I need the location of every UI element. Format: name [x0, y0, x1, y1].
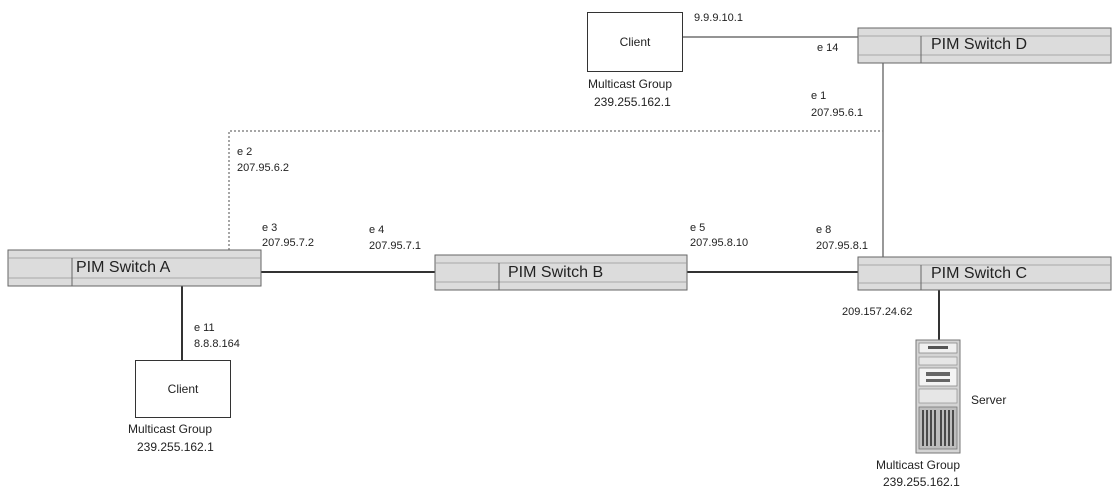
switch-a-e3: e 3: [262, 222, 278, 234]
switch-b-e4: e 4: [369, 224, 385, 236]
switch-d: [857, 27, 1112, 64]
switch-c: [857, 256, 1112, 291]
switch-c-e8: e 8: [816, 224, 832, 236]
switch-b: [434, 254, 688, 291]
switch-a-e2-ip: 207.95.6.2: [237, 162, 289, 174]
client-top-label: Client: [619, 35, 651, 49]
server-label: Server: [971, 393, 1007, 407]
client-top-group-address: 239.255.162.1: [594, 95, 671, 109]
client-bottom-group-address: 239.255.162.1: [137, 440, 214, 454]
switch-a-label: PIM Switch A: [76, 259, 171, 276]
server-icon: [915, 339, 961, 454]
client-bottom-label: Client: [167, 382, 199, 396]
switch-d-e14: e 14: [817, 42, 839, 54]
switch-b-e5-ip: 207.95.8.10: [690, 237, 749, 249]
switch-d-e1: e 1: [811, 90, 827, 102]
client-bottom: Client: [135, 360, 231, 418]
client-top-group-title: Multicast Group: [588, 77, 673, 91]
switch-b-label: PIM Switch B: [508, 264, 604, 281]
server-group-address: 239.255.162.1: [883, 475, 960, 489]
switch-a-e11-ip: 8.8.8.164: [194, 338, 240, 350]
switch-d-e1-ip: 207.95.6.1: [811, 107, 863, 119]
client-top: Client: [587, 12, 683, 72]
switch-a-e11: e 11: [194, 322, 215, 334]
switch-c-label: PIM Switch C: [931, 265, 1028, 282]
switch-c-e8-ip: 207.95.8.1: [816, 240, 868, 252]
switch-c-server-ip: 209.157.24.62: [842, 306, 913, 318]
switch-b-e5: e 5: [690, 222, 706, 234]
switch-a-e3-ip: 207.95.7.2: [262, 237, 314, 249]
switch-b-e4-ip: 207.95.7.1: [369, 240, 421, 252]
client-top-ip: 9.9.9.10.1: [694, 12, 743, 24]
client-bottom-group-title: Multicast Group: [128, 422, 213, 436]
link-switch-a-to-switch-d-dotted: [228, 130, 883, 250]
switch-d-label: PIM Switch D: [931, 36, 1028, 53]
switch-a-e2: e 2: [237, 146, 253, 158]
switch-a: [7, 249, 262, 287]
server-group-title: Multicast Group: [876, 458, 961, 472]
